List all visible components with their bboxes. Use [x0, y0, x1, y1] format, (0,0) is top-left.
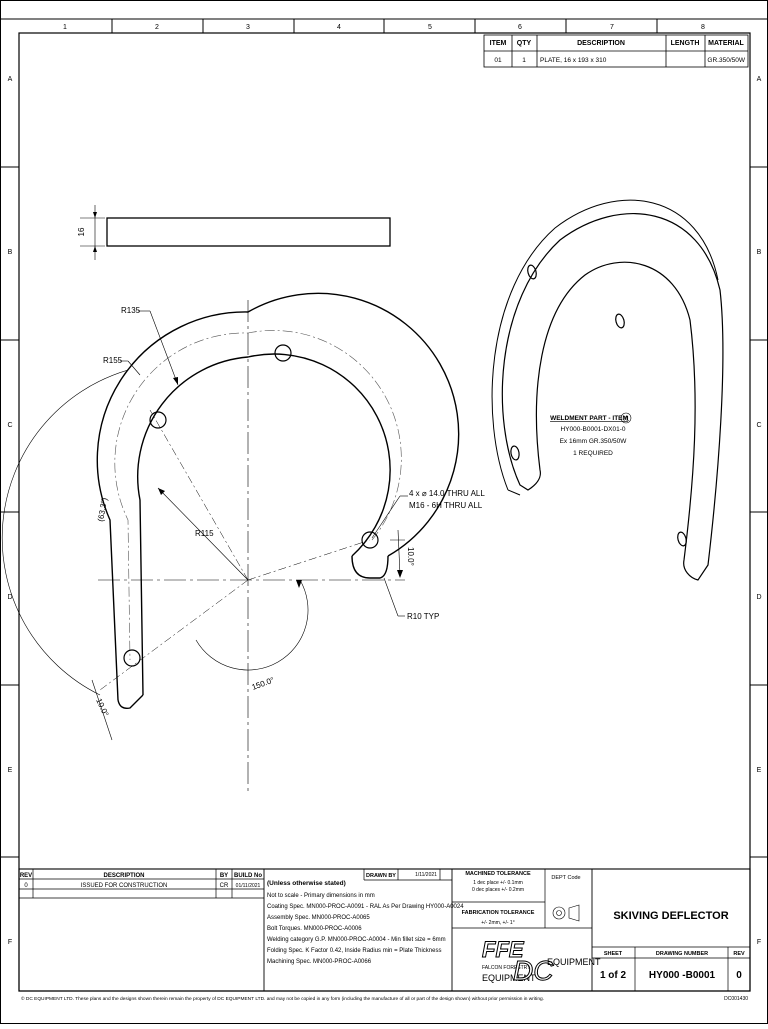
title-block — [18, 868, 751, 992]
bom-cell-description: PLATE, 16 x 193 x 310 — [540, 57, 607, 64]
drawn-by-label: DRAWN BY — [366, 873, 396, 879]
zone-row-e-right: E — [757, 767, 762, 774]
weldment-item-no: 01 — [623, 417, 630, 423]
zone-row-a-right: A — [757, 76, 762, 83]
machined-tolerance-2: 0 dec places +/- 0.2mm — [472, 887, 524, 893]
weldment-title: WELDMENT PART - ITEM — [550, 415, 628, 422]
zone-row-a-left: A — [8, 76, 13, 83]
zone-row-d-left: D — [7, 594, 12, 601]
holes-note-1: 4 x ⌀ 14.0 THRU ALL — [409, 489, 485, 498]
dim-angle-63: (63.3°) — [96, 497, 109, 523]
bom-header-description: DESCRIPTION — [577, 40, 625, 47]
zone-col-1: 1 — [63, 24, 67, 31]
ffe-logo: FFE — [482, 937, 525, 962]
dim-r10: R10 TYP — [407, 612, 439, 621]
zone-row-f-right: F — [757, 939, 761, 946]
rev-header-rev: REV — [20, 873, 32, 879]
zone-col-6: 6 — [518, 24, 522, 31]
rev-cell-by: CR — [220, 883, 229, 889]
zone-col-7: 7 — [610, 24, 614, 31]
zone-row-c-left: C — [7, 422, 12, 429]
zone-row-b-right: B — [757, 249, 762, 256]
dim-r155: R155 — [103, 356, 123, 365]
zone-row-f-left: F — [8, 939, 12, 946]
rev-cell-build: 01/11/2021 — [236, 883, 261, 889]
notes-line-6: Folding Spec. K Factor 0.42, Inside Radi… — [267, 948, 441, 954]
sheet-label: SHEET — [604, 951, 623, 957]
dc-logo: DC — [513, 955, 554, 986]
bom-cell-material: GR.350/50W — [707, 57, 745, 64]
sheet-value: 1 of 2 — [600, 970, 627, 981]
footer-code: DC001430 — [724, 996, 748, 1002]
rev-cell-rev: 0 — [24, 883, 28, 889]
bom-header-qty: QTY — [517, 40, 532, 47]
zone-col-8: 8 — [701, 24, 705, 31]
zone-row-b-left: B — [8, 249, 13, 256]
drawing-number-value: HY000 -B0001 — [649, 970, 716, 981]
fabrication-tolerance-1: +/- 2mm, +/- 1° — [481, 920, 514, 926]
rev-header-description: DESCRIPTION — [103, 873, 144, 879]
dept-code-label: DEPT Code — [551, 875, 580, 881]
rev-header-build: BUILD No — [234, 873, 262, 879]
weldment-line-3: 1 REQUIRED — [573, 450, 613, 457]
zone-col-4: 4 — [337, 24, 341, 31]
isometric-view — [491, 199, 724, 581]
rev-header-by: BY — [220, 873, 228, 879]
machined-tolerance-1: 1 dec place +/- 0.1mm — [473, 880, 523, 886]
notes-line-4: Bolt Torques. MN000-PROC-A0006 — [267, 926, 362, 932]
holes-note-2: M16 - 6H THRU ALL — [409, 501, 483, 510]
machined-tolerance-label: MACHINED TOLERANCE — [465, 871, 531, 877]
bom-header-item: ITEM — [490, 40, 507, 47]
weldment-line-1: HY000-B0001-DX01-0 — [560, 426, 625, 433]
fabrication-tolerance-label: FABRICATION TOLERANCE — [462, 910, 535, 916]
bom-cell-qty: 1 — [522, 57, 526, 64]
thickness-dim: 16 — [77, 227, 86, 236]
drawing-title: SKIVING DEFLECTOR — [613, 910, 728, 922]
bom-header-length: LENGTH — [671, 40, 700, 47]
zone-col-3: 3 — [246, 24, 250, 31]
dc-logo-word: EQUIPMENT — [547, 957, 601, 967]
zone-row-e-left: E — [8, 767, 13, 774]
dim-10-left: 10.0° — [94, 697, 110, 718]
dim-r115: R115 — [195, 529, 214, 538]
dim-10-right: 10.0° — [406, 547, 415, 566]
notes-line-3: Assembly Spec. MN000-PROC-A0065 — [267, 915, 370, 921]
notes-line-5: Welding category G.P. MN000-PROC-A0004 -… — [267, 937, 446, 943]
drawing-number-label: DRAWING NUMBER — [656, 951, 708, 957]
ffe-logo-sub-2: EQUIPMENT — [482, 973, 536, 983]
notes-heading: (Unless otherwise stated) — [267, 880, 346, 887]
rev-cell-description: ISSUED FOR CONSTRUCTION — [81, 883, 168, 889]
copyright-notice: © DC EQUIPMENT LTD. These plans and the … — [21, 995, 544, 1002]
weldment-line-2: Ex 16mm GR.350/50W — [560, 438, 628, 445]
rev-label: REV — [733, 951, 745, 957]
zone-col-2: 2 — [155, 24, 159, 31]
notes-line-1: Not to scale - Primary dimensions in mm — [267, 893, 375, 899]
zone-row-d-right: D — [756, 594, 761, 601]
hole-1 — [274, 344, 292, 362]
plate-side-view: 16 — [77, 205, 391, 260]
flat-view — [1, 292, 460, 792]
notes-line-2: Coating Spec. MN000-PROC-A0091 - RAL As … — [267, 904, 464, 910]
ffe-logo-sub-1: FALCON FORESTRY — [482, 965, 531, 971]
hole-4 — [123, 649, 141, 667]
bom-cell-item: 01 — [494, 57, 502, 64]
bom-header-material: MATERIAL — [708, 40, 744, 47]
notes-line-7: Machining Spec. MN000-PROC-A0066 — [267, 959, 372, 965]
hole-2 — [149, 411, 167, 429]
hole-3 — [361, 531, 379, 549]
rev-value: 0 — [736, 970, 742, 981]
zone-col-5: 5 — [428, 24, 432, 31]
bom-table: ITEM QTY DESCRIPTION LENGTH MATERIAL 01 … — [483, 34, 749, 68]
drawn-by-date: 1/11/2021 — [415, 872, 437, 878]
dim-angle-150: 150.0° — [251, 675, 276, 691]
zone-row-c-right: C — [756, 422, 761, 429]
dim-r135: R135 — [121, 306, 141, 315]
